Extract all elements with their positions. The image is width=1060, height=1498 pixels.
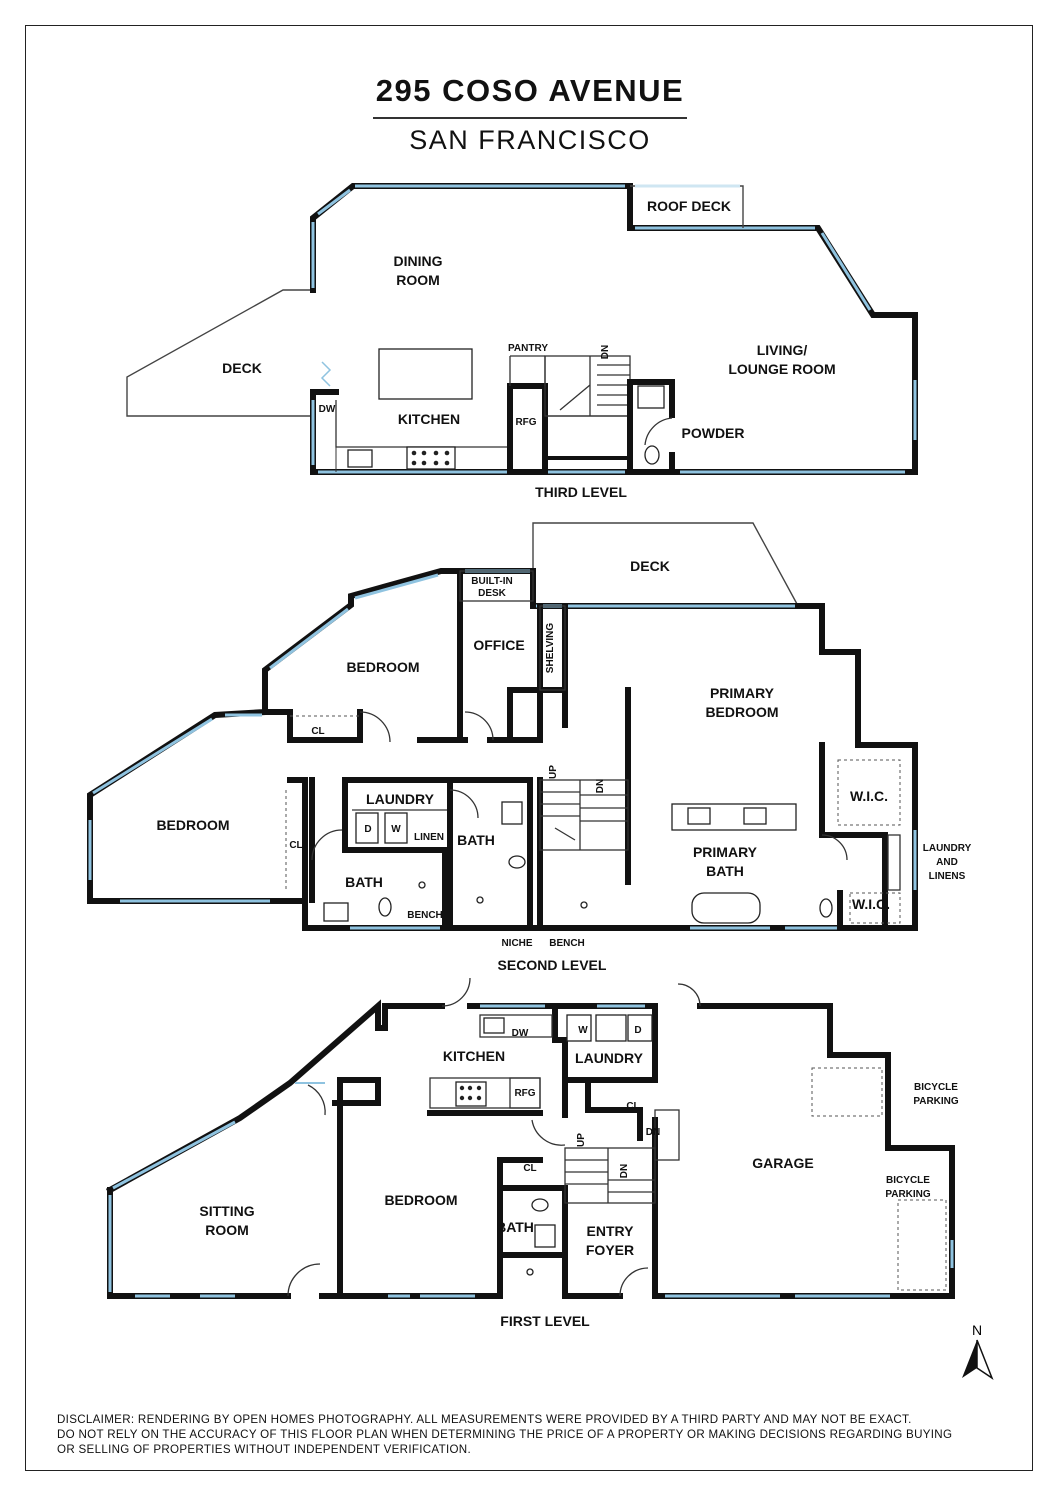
third-dining-label-2: ROOM (396, 272, 440, 288)
north-label: N (972, 1322, 982, 1338)
second-deck-outline (532, 522, 798, 605)
office-label: OFFICE (473, 637, 524, 653)
third-exterior-wall (310, 183, 918, 475)
disclaimer: DISCLAIMER: RENDERING BY OPEN HOMES PHOT… (57, 1412, 1017, 1457)
bench-left-label: BENCH (407, 910, 443, 921)
first-dryer-label: D (634, 1025, 641, 1036)
second-exterior-wall (87, 568, 918, 931)
first-washer-label: W (578, 1025, 588, 1036)
niche-label: NICHE (501, 938, 532, 949)
kitchen-range (406, 446, 456, 470)
property-city: SAN FRANCISCO (409, 125, 651, 155)
third-dw-label: DW (319, 404, 336, 415)
first-dn-stair-label: DN (619, 1164, 630, 1178)
bicycle-lower-label-1: BICYCLE (886, 1175, 930, 1186)
second-stair (539, 779, 629, 851)
third-dining-label-1: DINING (394, 253, 443, 269)
third-level-plan (126, 183, 918, 475)
first-dn-door-label: DN (646, 1127, 660, 1138)
first-level-title: FIRST LEVEL (500, 1313, 590, 1329)
second-cl-upper-label: CL (311, 726, 324, 737)
powder-label: POWDER (682, 425, 745, 441)
primary-tub (691, 892, 761, 924)
first-level-plan (105, 977, 955, 1299)
sitting-room-label-2: ROOM (205, 1222, 249, 1238)
living-label-2: LOUNGE ROOM (728, 361, 835, 377)
second-deck-label: DECK (630, 558, 670, 574)
builtin-desk-label-1: BUILT-IN (471, 576, 512, 587)
first-kitchen-label: KITCHEN (443, 1048, 505, 1064)
third-level-title: THIRD LEVEL (535, 484, 627, 500)
first-rfg-label: RFG (514, 1088, 535, 1099)
sitting-room-label-1: SITTING (199, 1203, 254, 1219)
range-burners (411, 450, 450, 466)
second-washer-label: W (391, 824, 401, 835)
linen-label: LINEN (414, 832, 444, 843)
north-arrow-icon (962, 1339, 994, 1380)
kitchen-island (378, 348, 473, 400)
first-up-label: UP (576, 1133, 587, 1147)
shower-fixtures (418, 881, 588, 909)
first-stair (564, 1109, 680, 1204)
second-dn-label: DN (595, 779, 606, 793)
page-border (25, 25, 1033, 1471)
living-label-1: LIVING/ (757, 342, 808, 358)
first-cl-upper-label: CL (626, 1101, 639, 1112)
first-bedroom-label: BEDROOM (384, 1192, 457, 1208)
third-stair (543, 355, 632, 460)
kitchen-sink (347, 449, 373, 468)
primary-bedroom-label-1: PRIMARY (710, 685, 775, 701)
disclaimer-line-3: OR SELLING OF PROPERTIES WITHOUT INDEPEN… (57, 1443, 472, 1456)
second-up-label: UP (548, 765, 559, 779)
disclaimer-line-2: DO NOT RELY ON THE ACCURACY OF THIS FLOO… (57, 1428, 953, 1441)
wic-upper-label: W.I.C. (850, 788, 888, 804)
third-dn-label: DN (600, 345, 611, 359)
roof-deck-label: ROOF DECK (647, 198, 731, 214)
laundry-linens-label-3: LINENS (929, 871, 966, 882)
center-bath-label: BATH (457, 832, 495, 848)
property-address: 295 COSO AVENUE (375, 73, 685, 108)
entry-foyer-label-1: ENTRY (587, 1223, 635, 1239)
garage-label: GARAGE (752, 1155, 813, 1171)
third-kitchen-label: KITCHEN (398, 411, 460, 427)
bicycle-upper-label-2: PARKING (913, 1096, 959, 1107)
disclaimer-line-1: DISCLAIMER: RENDERING BY OPEN HOMES PHOT… (57, 1413, 912, 1426)
first-cl-lower-label: CL (523, 1163, 536, 1174)
left-bedroom-label: BEDROOM (156, 817, 229, 833)
second-dryer-label: D (364, 824, 371, 835)
left-bath-label: BATH (345, 874, 383, 890)
bench-right-label: BENCH (549, 938, 585, 949)
second-laundry-label: LAUNDRY (366, 791, 435, 807)
third-rfg-label: RFG (515, 417, 536, 428)
laundry-linens-label-2: AND (936, 857, 958, 868)
title-divider (373, 117, 687, 119)
entry-foyer-label-2: FOYER (586, 1242, 634, 1258)
third-deck-outline (126, 289, 313, 417)
third-deck-label: DECK (222, 360, 262, 376)
first-laundry-label: LAUNDRY (575, 1050, 644, 1066)
second-cl-left-label: CL (289, 840, 302, 851)
shelving-label: SHELVING (545, 623, 556, 674)
builtin-desk-label-2: DESK (478, 588, 507, 599)
pantry-label: PANTRY (508, 343, 548, 354)
second-level-plan (87, 522, 918, 931)
laundry-linens-label-1: LAUNDRY (923, 843, 972, 854)
first-exterior-wall (105, 999, 445, 1195)
primary-bath-label-2: BATH (706, 863, 744, 879)
second-level-title: SECOND LEVEL (498, 957, 607, 973)
bicycle-upper-label-1: BICYCLE (914, 1082, 958, 1093)
upper-bedroom-label: BEDROOM (346, 659, 419, 675)
first-dw-label: DW (512, 1028, 529, 1039)
first-bath-label: BATH (496, 1219, 534, 1235)
wic-lower-label: W.I.C. (852, 896, 890, 912)
powder-toilet (644, 445, 660, 465)
primary-bath-label-1: PRIMARY (693, 844, 758, 860)
bicycle-lower-label-2: PARKING (885, 1189, 931, 1200)
primary-bedroom-label-2: BEDROOM (705, 704, 778, 720)
